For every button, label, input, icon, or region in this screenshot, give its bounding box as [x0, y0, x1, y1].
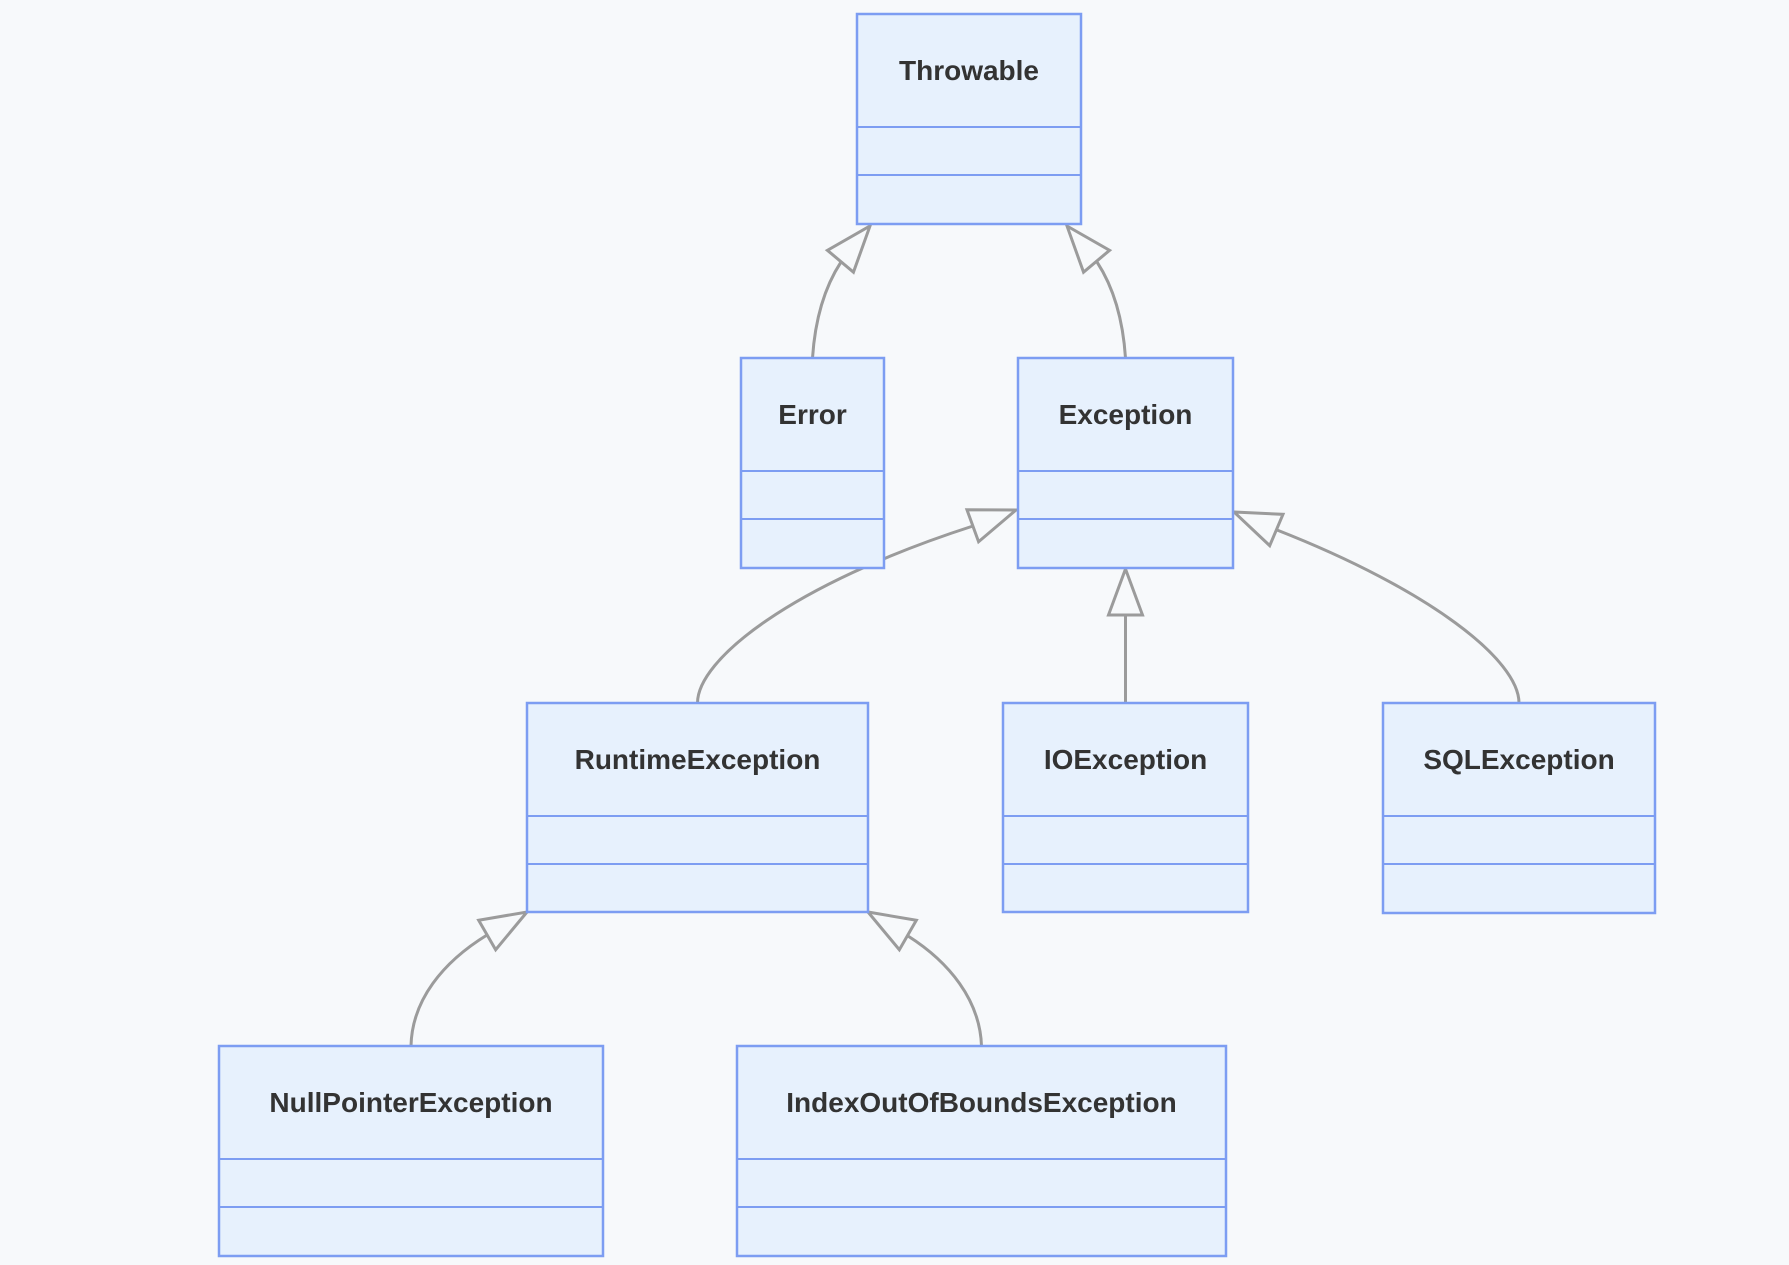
class-title: Throwable	[899, 55, 1039, 86]
class-node-IndexOutOfBoundsException: IndexOutOfBoundsException	[735, 1044, 1228, 1258]
hollow-triangle-arrowhead	[964, 508, 1021, 545]
hollow-triangle-arrowhead	[476, 909, 531, 953]
class-node-Exception: Exception	[1016, 356, 1235, 570]
class-node-SQLException: SQLException	[1381, 701, 1657, 915]
class-box	[739, 356, 886, 570]
class-title: SQLException	[1423, 744, 1614, 775]
hollow-triangle-arrowhead	[1230, 510, 1286, 549]
inheritance-edge-SQLException-to-Exception	[1230, 510, 1521, 704]
inheritance-edge-RuntimeException-to-Exception	[696, 508, 1021, 704]
class-title: NullPointerException	[269, 1087, 552, 1118]
class-node-IOException: IOException	[1001, 701, 1250, 914]
edge-line	[907, 934, 983, 1047]
class-box	[735, 1044, 1228, 1258]
edge-line	[409, 933, 488, 1047]
class-box	[525, 701, 870, 914]
class-node-RuntimeException: RuntimeException	[525, 701, 870, 914]
class-title: IndexOutOfBoundsException	[786, 1087, 1176, 1118]
edge-line	[811, 261, 843, 359]
class-title: Error	[778, 399, 847, 430]
hollow-triangle-arrowhead	[1064, 222, 1113, 275]
edge-line	[1276, 528, 1521, 704]
inheritance-edge-NullPointerException-to-RuntimeException	[409, 909, 531, 1047]
class-box	[855, 12, 1083, 226]
class-node-Error: Error	[739, 356, 886, 570]
edge-line	[696, 524, 974, 704]
class-title: IOException	[1044, 744, 1207, 775]
hollow-triangle-arrowhead	[1106, 564, 1145, 617]
inheritance-edge-Exception-to-Throwable	[1064, 222, 1127, 359]
inheritance-edge-IOException-to-Exception	[1106, 564, 1145, 703]
class-node-NullPointerException: NullPointerException	[217, 1044, 605, 1258]
class-box	[1016, 356, 1235, 570]
hollow-triangle-arrowhead	[824, 222, 873, 275]
class-title: RuntimeException	[575, 744, 821, 775]
class-title: Exception	[1059, 399, 1193, 430]
inheritance-edge-IndexOutOfBoundsException-to-RuntimeException	[864, 909, 983, 1047]
class-node-Throwable: Throwable	[855, 12, 1083, 226]
inheritance-edge-Error-to-Throwable	[811, 222, 873, 359]
class-box	[1001, 701, 1250, 914]
class-box	[217, 1044, 605, 1258]
edge-line	[1095, 261, 1127, 359]
class-box	[1381, 701, 1657, 915]
hollow-triangle-arrowhead	[864, 909, 919, 953]
